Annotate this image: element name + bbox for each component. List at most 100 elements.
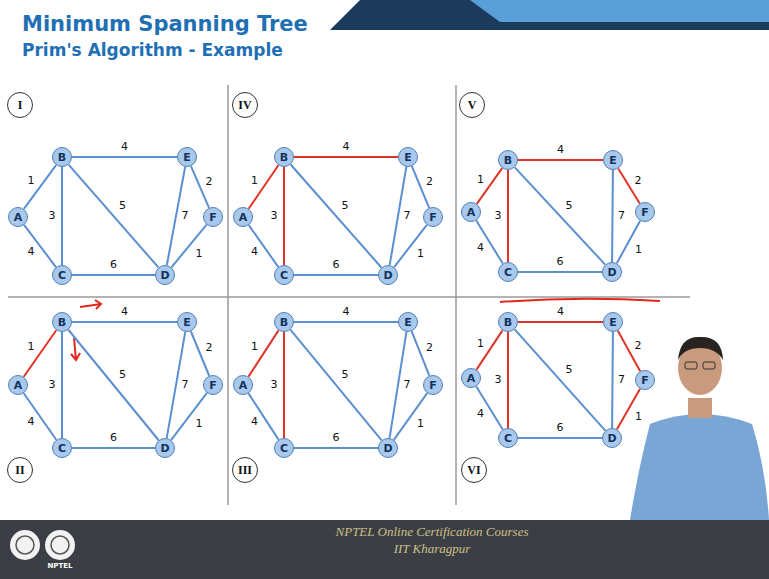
edge-weight: 2 (633, 175, 644, 187)
edge-line (294, 274, 378, 276)
vertex-label: F (641, 375, 649, 386)
edge-weight: 5 (340, 369, 351, 381)
graph-vertex: B (52, 312, 72, 332)
graph-vertex: C (52, 265, 72, 285)
graph-vertex: F (635, 202, 655, 222)
vertex-label: E (609, 317, 617, 328)
graph-edge (72, 275, 155, 276)
edge-weight: 4 (119, 306, 130, 318)
edge-weight: 3 (47, 210, 58, 222)
edge-line (72, 274, 155, 276)
graph-edge (248, 393, 278, 439)
vertex-label: C (504, 267, 512, 278)
edge-weight: 6 (555, 422, 566, 434)
edge-line (518, 159, 603, 161)
graph-vertex: A (233, 207, 253, 227)
graph-edge (515, 329, 606, 430)
edge-weight: 4 (555, 306, 566, 318)
edge-weight: 4 (26, 416, 37, 428)
vertex-label: E (183, 152, 191, 163)
graph-vertex: F (203, 375, 223, 395)
graph-vertex: B (274, 312, 294, 332)
graph-vertex: A (233, 375, 253, 395)
header-stripe (470, 0, 769, 22)
edge-line (291, 165, 382, 268)
graph-vertex: C (274, 438, 294, 458)
graph-edge (518, 438, 602, 439)
graph-edge (62, 332, 63, 438)
vertex-label: A (467, 207, 476, 218)
graph-vertex: D (378, 265, 398, 285)
footer-course: NPTEL Online Certification Courses (336, 524, 529, 540)
edge-line (61, 332, 63, 438)
tree-edge (294, 157, 398, 158)
logo-caption: NPTEL (47, 562, 72, 570)
edge-weight: 4 (26, 246, 37, 258)
presenter (630, 337, 769, 520)
edge-weight: 2 (633, 340, 644, 352)
graph-vertex: E (398, 312, 418, 332)
graph-vertex: A (461, 202, 481, 222)
graph-vertex: D (602, 262, 622, 282)
edge-weight: 3 (493, 210, 504, 222)
vertex-label: B (504, 155, 512, 166)
vertex-label: B (280, 317, 288, 328)
graph-vertex: C (52, 438, 72, 458)
graph-vertex: C (498, 262, 518, 282)
edge-weight: 2 (424, 176, 435, 188)
vertex-label: A (239, 380, 248, 391)
tree-edge (617, 389, 640, 430)
graph-vertex: E (177, 147, 197, 167)
graph-vertex: E (603, 312, 623, 332)
edge-line (24, 330, 57, 377)
tree-edge (248, 330, 278, 376)
edge-line (294, 447, 378, 449)
graph-vertex: B (498, 312, 518, 332)
vertex-label: E (404, 317, 412, 328)
edge-weight: 7 (402, 379, 413, 391)
panel-divider (455, 85, 457, 505)
edge-line (171, 393, 207, 440)
edge-weight: 6 (108, 259, 119, 271)
vertex-label: F (429, 212, 437, 223)
edge-line (294, 321, 398, 323)
edge-weight: 4 (249, 416, 260, 428)
edge-line (249, 165, 279, 208)
edge-line (507, 332, 509, 428)
graph-edge (24, 165, 56, 209)
graph-edge (69, 165, 159, 268)
graph-edge (612, 332, 614, 428)
vertex-label: C (58, 270, 66, 281)
vertex-label: D (383, 270, 392, 281)
edge-line (249, 225, 278, 267)
vertex-label: D (383, 443, 392, 454)
graph-vertex: D (155, 265, 175, 285)
edge-weight: 5 (117, 369, 128, 381)
vertex-label: F (429, 380, 437, 391)
edge-line (72, 447, 155, 449)
slide-title: Minimum Spanning Tree (22, 12, 308, 36)
edge-line (394, 393, 427, 440)
graph-vertex: A (8, 375, 28, 395)
graph-vertex: C (498, 428, 518, 448)
graph-vertex: B (498, 150, 518, 170)
edge-line (171, 225, 206, 268)
vertex-label: C (280, 443, 288, 454)
vertex-label: E (404, 152, 412, 163)
graph-edge (294, 322, 398, 323)
edge-weight: 7 (616, 210, 627, 222)
edge-line (518, 321, 603, 323)
edge-weight: 6 (331, 259, 342, 271)
vertex-label: E (609, 155, 617, 166)
vertex-label: D (607, 267, 616, 278)
edge-weight: 5 (564, 364, 575, 376)
vertex-label: E (183, 317, 191, 328)
edge-weight: 4 (475, 242, 486, 254)
edge-line (248, 393, 278, 439)
pen-annotation (71, 299, 660, 360)
edge-line (248, 330, 278, 376)
edge-line (294, 156, 398, 158)
tree-edge (508, 332, 509, 428)
